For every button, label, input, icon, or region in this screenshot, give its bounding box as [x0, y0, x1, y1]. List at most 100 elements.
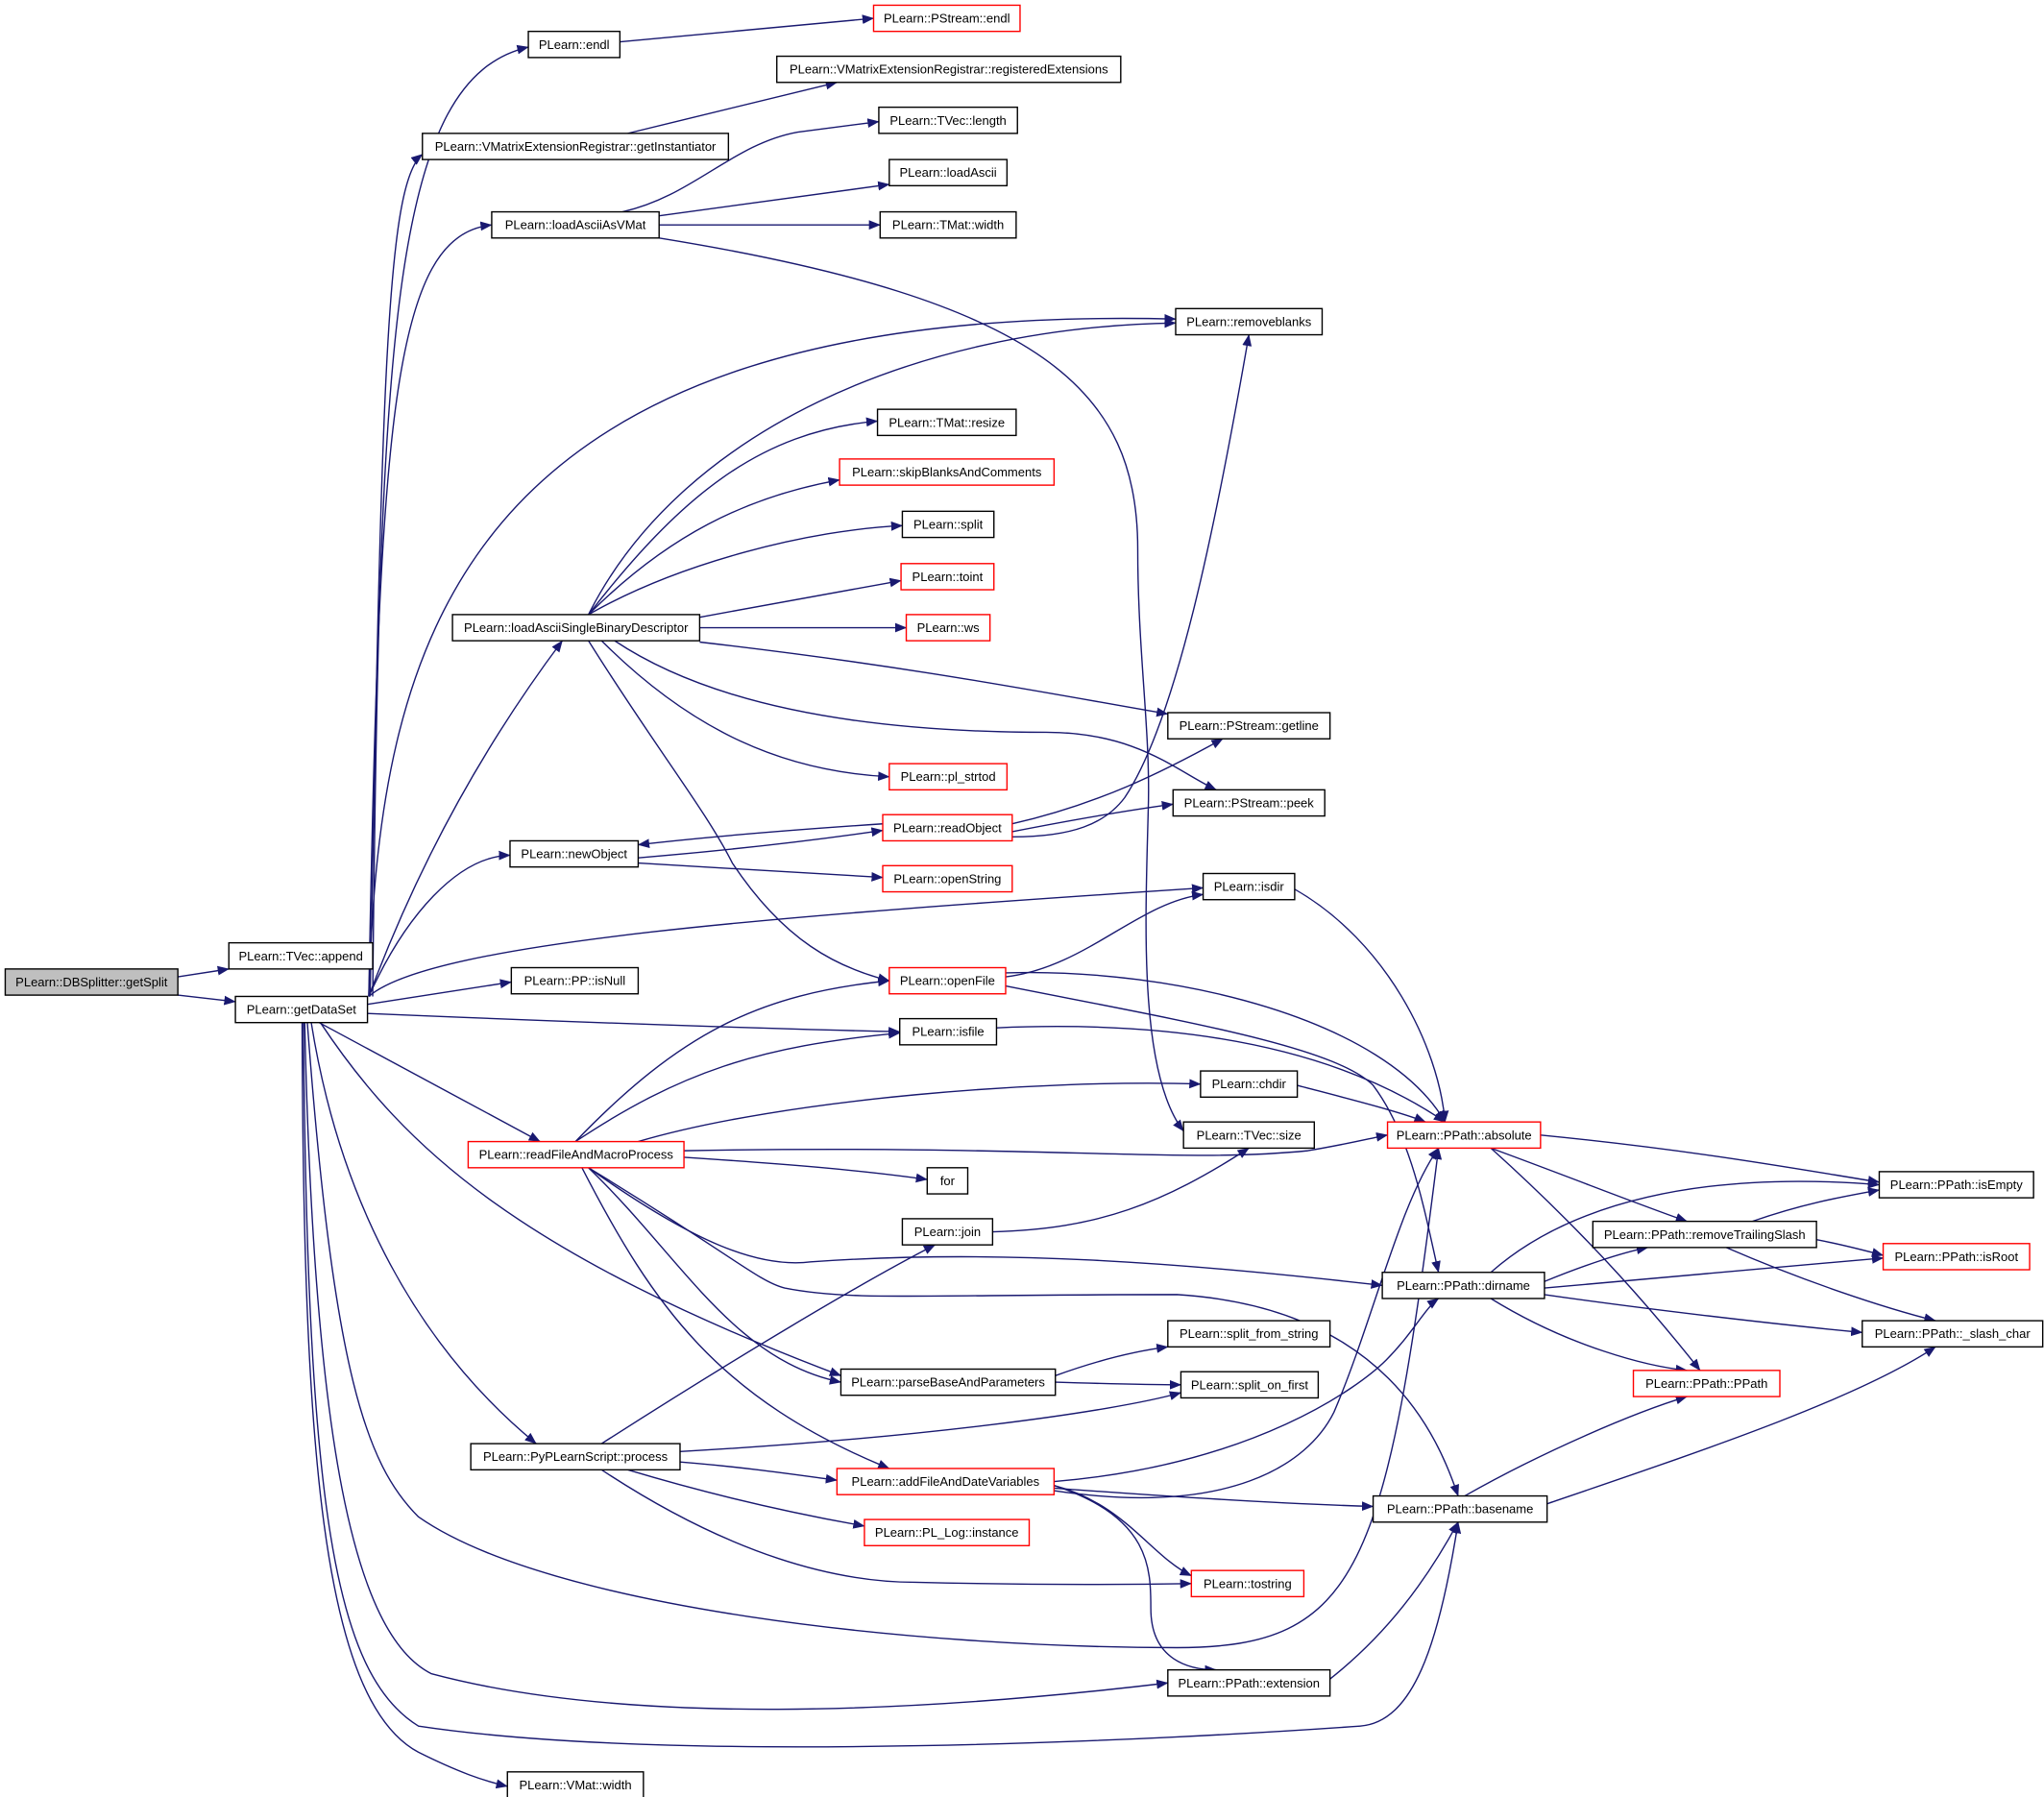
- node-box: [491, 210, 660, 239]
- node-box: [905, 614, 991, 642]
- node-label: PLearn::split: [913, 517, 984, 531]
- node-label: PLearn::PPath::PPath: [1645, 1376, 1767, 1391]
- node-box: [510, 966, 640, 995]
- edge-n32-to-n38: [589, 1168, 1383, 1289]
- node-label: PLearn::PStream::peek: [1184, 795, 1315, 810]
- graph-node[interactable]: PLearn::join: [901, 1218, 994, 1246]
- graph-node[interactable]: PLearn::TMat::resize: [876, 408, 1017, 437]
- graph-node[interactable]: PLearn::isfile: [899, 1017, 998, 1046]
- graph-node[interactable]: PLearn::PPath::isRoot: [1882, 1243, 2031, 1271]
- edge-n44-to-n47: [628, 1469, 865, 1529]
- graph-node[interactable]: PLearn::split: [901, 510, 995, 539]
- graph-node[interactable]: PLearn::loadAsciiSingleBinaryDescriptor: [451, 614, 701, 642]
- graph-node[interactable]: PLearn::removeblanks: [1175, 307, 1324, 336]
- node-box: [1167, 1668, 1331, 1697]
- edge-n17-to-n21: [615, 641, 1217, 789]
- graph-node[interactable]: PLearn::PStream::peek: [1172, 789, 1326, 817]
- edge-n3-to-n50: [303, 1023, 508, 1789]
- graph-node[interactable]: PLearn::parseBaseAndParameters: [840, 1368, 1057, 1396]
- graph-node[interactable]: PLearn::loadAsciiAsVMat: [491, 210, 660, 239]
- graph-node[interactable]: PLearn::PP::isNull: [510, 966, 640, 995]
- edge-n41-to-n42: [1056, 1379, 1182, 1390]
- graph-node[interactable]: PLearn::newObject: [509, 839, 640, 868]
- node-box: [879, 210, 1017, 239]
- graph-node[interactable]: PLearn::PPath::absolute: [1386, 1121, 1542, 1150]
- graph-node[interactable]: for: [926, 1167, 969, 1195]
- graph-node[interactable]: PLearn::PPath::PPath: [1632, 1370, 1781, 1397]
- graph-node[interactable]: PLearn::PPath::basename: [1372, 1494, 1548, 1523]
- node-box: [1172, 789, 1326, 817]
- graph-node[interactable]: PLearn::PStream::endl: [872, 4, 1021, 33]
- graph-node[interactable]: PLearn::PStream::getline: [1167, 712, 1331, 740]
- graph-node[interactable]: PLearn::endl: [527, 30, 621, 59]
- edge-n32-to-n27: [575, 977, 890, 1141]
- node-label: PLearn::PPath::_slash_char: [1875, 1326, 2032, 1341]
- node-label: PLearn::PStream::endl: [884, 12, 1010, 26]
- node-label: PLearn::PyPLearnScript::process: [483, 1449, 669, 1464]
- graph-node[interactable]: PLearn::chdir: [1200, 1070, 1299, 1098]
- graph-node[interactable]: PLearn::ws: [905, 614, 991, 642]
- edge-n44-to-n35: [601, 1245, 937, 1444]
- edge-n17-to-n19: [699, 642, 1169, 717]
- graph-node[interactable]: PLearn::openString: [882, 864, 1013, 893]
- edge-n49-to-n46: [1330, 1521, 1458, 1679]
- node-box: [836, 1468, 1056, 1495]
- graph-node[interactable]: PLearn::PPath::isEmpty: [1878, 1171, 2034, 1199]
- node-box: [506, 1771, 645, 1797]
- graph-node[interactable]: PLearn::getDataSet: [234, 995, 369, 1024]
- node-box: [1862, 1320, 2044, 1348]
- graph-node[interactable]: PLearn::TVec::length: [878, 106, 1018, 134]
- node-label: PLearn::PPath::extension: [1179, 1676, 1320, 1690]
- root-node[interactable]: PLearn::DBSplitter::getSplit: [4, 968, 179, 996]
- graph-node[interactable]: PLearn::PPath::extension: [1167, 1668, 1331, 1697]
- node-label: PLearn::PPath::absolute: [1397, 1128, 1532, 1142]
- graph-node[interactable]: PLearn::readObject: [882, 814, 1013, 842]
- graph-node[interactable]: PLearn::skipBlanksAndComments: [839, 458, 1056, 486]
- graph-node[interactable]: PLearn::VMatrixExtensionRegistrar::getIn…: [422, 133, 730, 160]
- graph-node[interactable]: PLearn::loadAscii: [888, 158, 1009, 187]
- graph-node[interactable]: PLearn::openFile: [888, 966, 1007, 995]
- graph-node[interactable]: PLearn::PPath::removeTrailingSlash: [1592, 1220, 1817, 1249]
- edge-n38-to-n43: [1491, 1299, 1688, 1374]
- edge-n32-to-n46: [589, 1168, 1458, 1497]
- node-box: [882, 814, 1013, 842]
- graph-node[interactable]: PLearn::tostring: [1190, 1569, 1305, 1598]
- graph-node[interactable]: PLearn::toint: [900, 563, 995, 591]
- node-box: [882, 864, 1013, 893]
- edge-n10-to-n31: [659, 238, 1183, 1131]
- graph-node[interactable]: PLearn::isdir: [1202, 872, 1296, 901]
- graph-node[interactable]: PLearn::split_on_first: [1180, 1371, 1320, 1399]
- node-label: PLearn::chdir: [1212, 1077, 1287, 1091]
- graph-node[interactable]: PLearn::readFileAndMacroProcess: [467, 1140, 685, 1169]
- edge-n28-to-n30: [996, 1027, 1445, 1122]
- node-label: PLearn::loadAscii: [900, 165, 997, 180]
- graph-node[interactable]: PLearn::TVec::append: [228, 941, 374, 970]
- node-box: [1592, 1220, 1817, 1249]
- node-box: [864, 1518, 1031, 1546]
- graph-node[interactable]: PLearn::VMat::width: [506, 1771, 645, 1797]
- graph-node[interactable]: PLearn::addFileAndDateVariables: [836, 1468, 1056, 1495]
- graph-node[interactable]: PLearn::pl_strtod: [888, 763, 1009, 791]
- graph-node[interactable]: PLearn::PL_Log::instance: [864, 1518, 1031, 1546]
- graph-node[interactable]: PLearn::PPath::_slash_char: [1862, 1320, 2044, 1348]
- graph-node[interactable]: PLearn::split_from_string: [1167, 1320, 1331, 1348]
- edge-n32-to-n45: [582, 1168, 890, 1469]
- edge-n3-to-n44: [311, 1023, 536, 1444]
- edge-n32-to-n28: [575, 1029, 901, 1142]
- edge-n41-to-n40: [1056, 1343, 1169, 1375]
- graph-node[interactable]: PLearn::VMatrixExtensionRegistrar::regis…: [776, 55, 1122, 84]
- edge-n45-to-n48: [1054, 1486, 1192, 1576]
- edge-n44-to-n45: [680, 1462, 838, 1484]
- node-label: PLearn::removeblanks: [1186, 314, 1312, 328]
- node-box: [878, 106, 1018, 134]
- edge-n3-to-n32: [319, 1023, 541, 1142]
- graph-node[interactable]: PLearn::TVec::size: [1182, 1121, 1316, 1150]
- edge-n22-to-n12: [1012, 333, 1253, 838]
- graph-node[interactable]: PLearn::PyPLearnScript::process: [470, 1443, 681, 1471]
- graph-node[interactable]: PLearn::TMat::width: [879, 210, 1017, 239]
- node-box: [888, 763, 1009, 791]
- edge-n3-to-n49: [304, 1023, 1169, 1710]
- edge-n17-to-n27: [589, 641, 890, 983]
- graph-node[interactable]: PLearn::PPath::dirname: [1381, 1272, 1545, 1299]
- node-box: [1180, 1371, 1320, 1399]
